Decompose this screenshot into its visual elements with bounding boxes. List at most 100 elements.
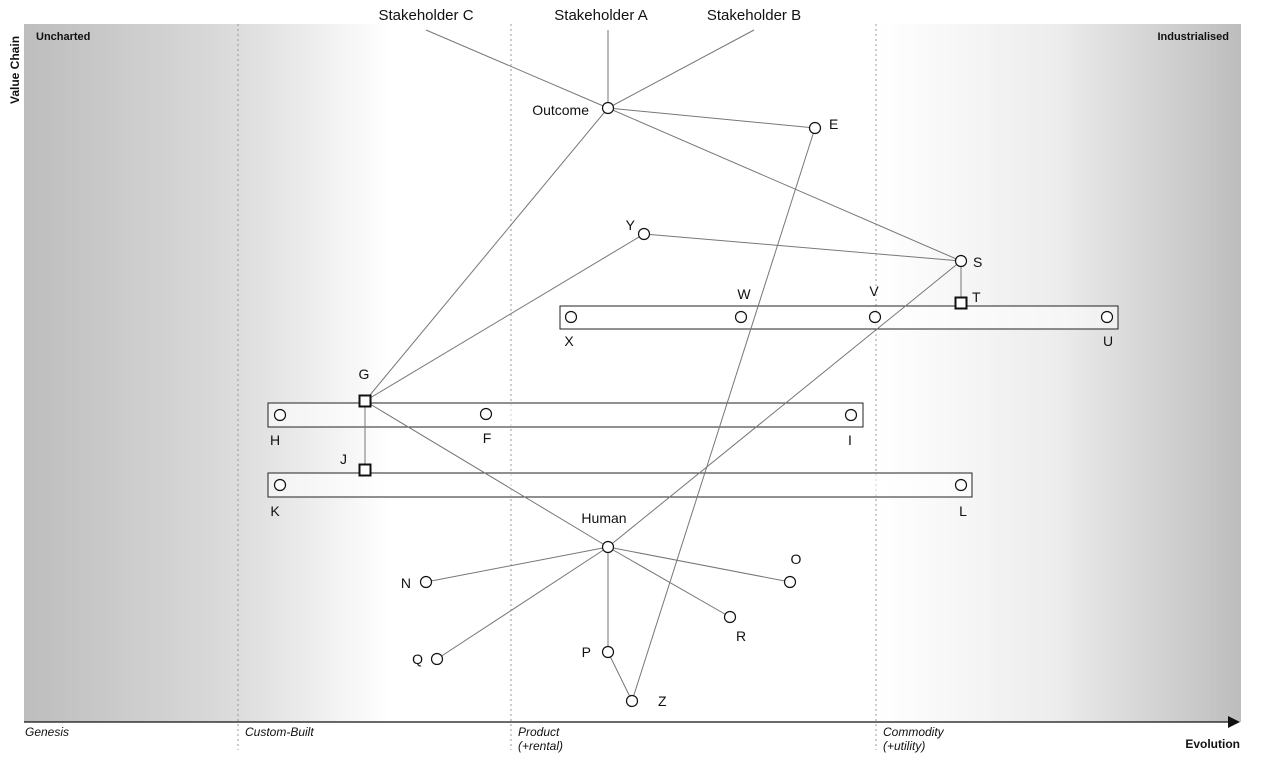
component-f[interactable]: F [479,407,493,447]
link-human-n [425,546,609,583]
corner-label-industrialised: Industrialised [1157,31,1229,43]
component-i-label: I [848,432,852,448]
component-u-circle-icon[interactable] [1100,310,1114,324]
pipeline-x-u[interactable] [559,305,1119,330]
component-v-label: V [869,283,879,299]
component-r-circle-icon[interactable] [723,610,737,624]
component-g-label: G [359,366,370,382]
component-s-label: S [973,254,982,270]
component-x-label: X [564,333,574,349]
component-w-label: W [737,286,751,302]
component-i-circle-icon[interactable] [844,408,858,422]
component-outcome[interactable]: Outcome [532,101,615,118]
stage-sublabel-commodity: (+utility) [883,739,925,753]
component-w[interactable]: W [734,286,752,324]
stage-sublabel-product: (+rental) [518,739,563,753]
link-g-y [364,233,645,402]
component-k[interactable]: K [270,478,287,520]
link-s-human [607,260,962,548]
component-k-label: K [270,503,280,519]
component-y[interactable]: Y [626,217,651,241]
stage-label-product: Product [518,725,560,739]
component-n[interactable]: N [401,575,433,591]
component-p[interactable]: P [582,644,615,660]
stakeholder-a-label[interactable]: Stakeholder A [554,7,647,24]
stakeholder-b-label[interactable]: Stakeholder B [707,7,801,24]
x-axis-arrow-icon [1228,716,1240,728]
component-h-circle-icon[interactable] [273,408,287,422]
link-c-outcome [425,29,609,109]
component-z[interactable]: Z [625,693,668,709]
corner-label-uncharted: Uncharted [36,31,90,43]
component-outcome-circle-icon[interactable] [601,101,615,115]
component-x-circle-icon[interactable] [564,310,578,324]
component-j-square-icon[interactable] [358,463,372,477]
link-e-z [631,127,816,702]
link-outcome-s [607,107,962,262]
stage-label-custom-built: Custom-Built [245,725,314,739]
link-human-q [436,546,609,660]
component-s-circle-icon[interactable] [954,254,968,268]
dependency-links [364,29,962,702]
y-axis-title: Value Chain [8,36,22,104]
component-t-label: T [972,289,981,305]
component-q[interactable]: Q [412,651,444,667]
component-w-circle-icon[interactable] [734,310,748,324]
pipeline-h-i[interactable] [267,402,864,428]
component-v-circle-icon[interactable] [868,310,882,324]
component-z-label: Z [658,693,667,709]
component-r[interactable]: R [723,610,747,645]
component-u[interactable]: U [1100,310,1114,350]
component-y-label: Y [626,217,636,233]
component-human-circle-icon[interactable] [601,540,615,554]
component-y-circle-icon[interactable] [637,227,651,241]
component-h[interactable]: H [270,408,287,449]
component-n-label: N [401,575,411,591]
component-l[interactable]: L [954,478,968,520]
component-e[interactable]: E [808,116,839,135]
component-q-circle-icon[interactable] [430,652,444,666]
link-y-s [643,233,962,262]
component-x[interactable]: X [564,310,578,350]
component-f-circle-icon[interactable] [479,407,493,421]
component-t[interactable]: T [954,289,982,310]
component-n-circle-icon[interactable] [419,575,433,589]
stage-label-commodity: Commodity [883,725,945,739]
stakeholders: Stakeholder C Stakeholder A Stakeholder … [378,7,801,24]
component-outcome-label: Outcome [532,102,589,118]
link-outcome-g [364,107,609,402]
stage-dividers [237,24,877,750]
component-e-circle-icon[interactable] [808,121,822,135]
component-o[interactable]: O [783,551,802,589]
link-p-z [607,651,633,702]
component-k-circle-icon[interactable] [273,478,287,492]
component-j-label: J [340,451,347,467]
component-p-label: P [582,644,591,660]
component-g-square-icon[interactable] [358,394,372,408]
component-p-circle-icon[interactable] [601,645,615,659]
pipeline-k-l[interactable] [267,472,973,498]
component-j[interactable]: J [340,451,372,477]
stage-label-genesis: Genesis [25,725,69,739]
component-g[interactable]: G [358,366,372,408]
stakeholder-c-label[interactable]: Stakeholder C [378,7,473,24]
map-background [24,24,1241,722]
component-l-circle-icon[interactable] [954,478,968,492]
component-v[interactable]: V [868,283,882,324]
component-o-circle-icon[interactable] [783,575,797,589]
component-i[interactable]: I [844,408,858,449]
pipelines [267,305,1119,498]
component-human[interactable]: Human [581,510,627,554]
link-outcome-e [607,107,816,129]
component-s[interactable]: S [954,254,983,270]
component-z-circle-icon[interactable] [625,694,639,708]
component-e-label: E [829,116,838,132]
link-human-r [607,546,731,618]
component-r-label: R [736,628,746,644]
link-human-o [607,546,791,583]
component-t-square-icon[interactable] [954,296,968,310]
component-human-label: Human [581,510,626,526]
link-b-outcome [607,29,755,109]
component-q-label: Q [412,651,423,667]
